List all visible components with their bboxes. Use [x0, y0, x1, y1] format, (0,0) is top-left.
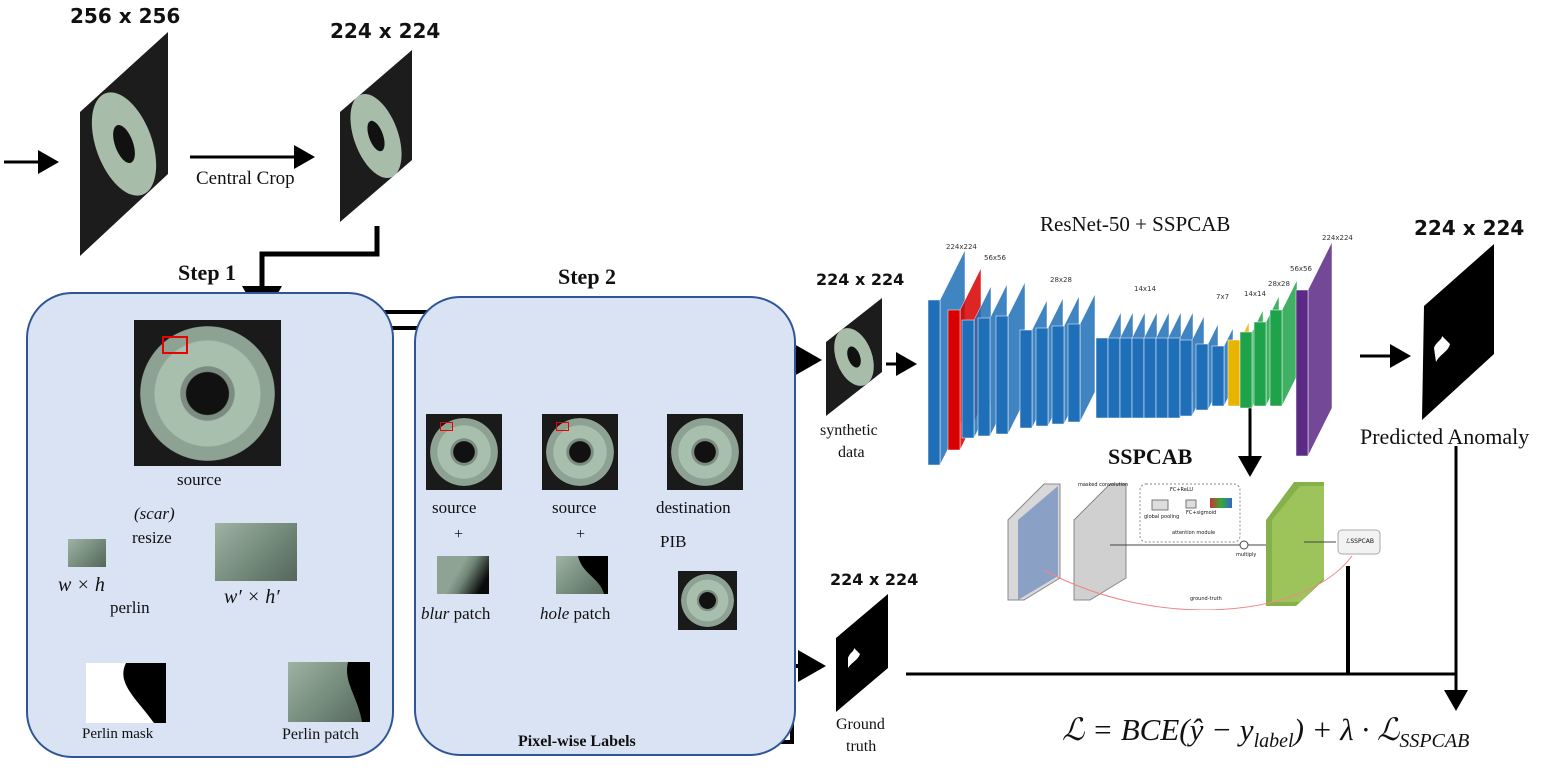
- plus-2: +: [576, 526, 586, 543]
- blur-patch-label: blur patch: [421, 604, 490, 624]
- ground-truth-size-label: 224 x 224: [830, 570, 919, 589]
- network-layer: [1269, 279, 1298, 407]
- step1-title: Step 1: [178, 260, 237, 285]
- step2-source2-image: [542, 414, 618, 490]
- hole-patch-label: hole patch: [540, 604, 610, 624]
- network-title: ResNet-50 + SSPCAB: [1040, 212, 1231, 236]
- formula-mid: ) + λ · ℒ: [1293, 712, 1400, 747]
- dim-label-7: 7x7: [1216, 293, 1230, 301]
- perlin-mask: [86, 663, 166, 723]
- destination-label: destination: [656, 498, 731, 517]
- cropped-image: [338, 50, 414, 222]
- perlin-label: perlin: [110, 598, 150, 617]
- resize-label: resize: [132, 528, 172, 547]
- dim-label-56: 56x56: [984, 254, 1006, 262]
- step1-source-label: source: [177, 470, 222, 489]
- plus-1: +: [454, 526, 464, 543]
- fc-relu-label: FC+ReLU: [1170, 487, 1194, 493]
- hole-word: hole: [540, 604, 570, 623]
- dim-label-28: 28x28: [1050, 276, 1072, 284]
- network-layer: [1067, 293, 1096, 423]
- formula-main: ℒ = BCE(ŷ − y: [1062, 712, 1254, 747]
- dim-label-224-out: 224x224: [1322, 234, 1353, 242]
- synthetic-size-label: 224 x 224: [816, 270, 905, 289]
- dim-label-224-in: 224x224: [946, 243, 977, 251]
- step2-source2-label: source: [552, 498, 597, 517]
- ground-truth-label-2: truth: [846, 738, 877, 755]
- ground-truth-label-1: Ground: [836, 716, 885, 733]
- input-image: [76, 32, 172, 256]
- scar-patch: [68, 539, 106, 567]
- blur-patch: [437, 556, 489, 594]
- perlin-patch: [288, 662, 370, 722]
- pib-result-image: [678, 571, 737, 630]
- global-pooling-label: global pooling: [1144, 514, 1180, 520]
- patch-word: patch: [569, 604, 611, 623]
- central-crop-label: Central Crop: [196, 168, 295, 189]
- wh-label: w × h: [58, 574, 105, 596]
- hole-patch: [556, 556, 608, 594]
- sspcab-title: SSPCAB: [1108, 444, 1193, 469]
- formula-sub-sspcab: SSPCAB: [1399, 730, 1470, 753]
- predicted-anomaly-mask: [1420, 244, 1496, 420]
- crop-size-label: 224 x 224: [330, 19, 441, 43]
- formula-sub-label: label: [1253, 730, 1294, 753]
- attention-module-label: attention module: [1172, 530, 1216, 536]
- synthetic-image: [824, 298, 884, 416]
- ground-truth-inset-label: ground-truth: [1190, 596, 1222, 602]
- loss-formula: ℒ = BCE(ŷ − ylabel) + λ · ℒSSPCAB: [1062, 712, 1469, 753]
- ground-truth-mask: [834, 594, 890, 712]
- network-layer: [1295, 241, 1333, 457]
- resized-patch: [215, 523, 297, 581]
- fc-sigmoid-label: FC+sigmoid: [1186, 510, 1217, 516]
- crop-to-source-arrow: [242, 226, 380, 321]
- step2-title: Step 2: [558, 264, 617, 289]
- dim-label-14: 14x14: [1134, 285, 1156, 293]
- sspcab-block-diagram: masked convolution FC+ReLU FC+sigmoid gl…: [1004, 480, 1384, 610]
- scar-label: (scar): [134, 504, 175, 523]
- perlin-patch-label: Perlin patch: [282, 726, 359, 743]
- pixel-wise-labels: Pixel-wise Labels: [518, 733, 636, 750]
- wh-prime-label: w′ × h′: [224, 586, 280, 608]
- step1-source-image: [134, 320, 281, 466]
- predicted-anomaly-label: Predicted Anomaly: [1360, 424, 1530, 449]
- step2-source1-image: [426, 414, 502, 490]
- masked-convolution-label: masked convolution: [1078, 482, 1129, 488]
- pib-label: PIB: [660, 532, 687, 551]
- sspcab-loss-box: ℒSSPCAB: [1346, 538, 1374, 545]
- blur-word: blur: [421, 604, 450, 623]
- step2-panel: [414, 296, 796, 756]
- scar-selection-box: [162, 336, 188, 354]
- input-size-label: 256 x 256: [70, 4, 181, 28]
- patch-word: patch: [449, 604, 491, 623]
- perlin-mask-label: Perlin mask: [82, 726, 154, 742]
- step2-source1-label: source: [432, 498, 477, 517]
- synthetic-label-1: synthetic: [820, 422, 878, 439]
- step2-destination-image: [667, 414, 743, 490]
- dim-label-28-up: 28x28: [1268, 280, 1290, 288]
- predicted-size-label: 224 x 224: [1414, 216, 1525, 240]
- dim-label-14-up: 14x14: [1244, 290, 1266, 298]
- dim-label-56-up: 56x56: [1290, 265, 1312, 273]
- multiply-label: multiply: [1236, 552, 1257, 558]
- synthetic-label-2: data: [838, 444, 865, 461]
